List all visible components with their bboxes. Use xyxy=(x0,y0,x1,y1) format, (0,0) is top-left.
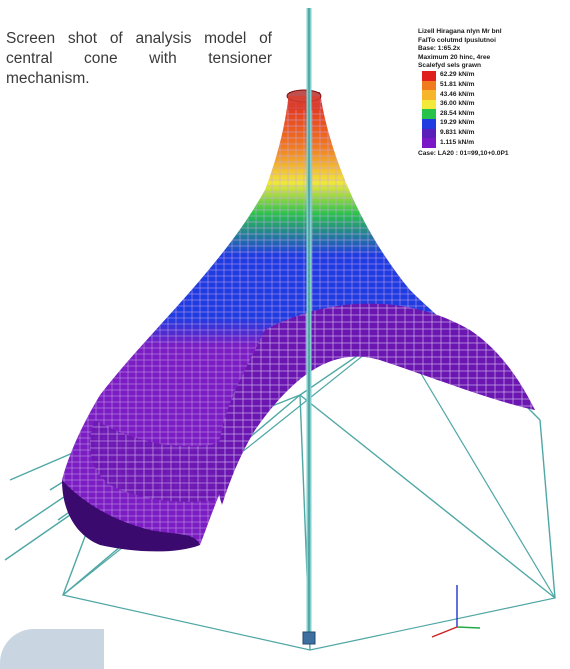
legend-swatch xyxy=(422,138,436,148)
legend-case-line: Case: LA20 : 01=99,10+0.0P1 xyxy=(418,149,509,157)
legend-label: 62.29 kN/m xyxy=(440,71,475,79)
legend-swatch xyxy=(422,128,436,139)
legend-swatch xyxy=(422,90,436,100)
legend-swatch xyxy=(422,99,436,110)
legend-entry: 19.29 kN/m xyxy=(418,118,563,129)
legend-label: 51.81 kN/m xyxy=(440,81,475,89)
corner-tab xyxy=(0,629,104,669)
legend-header-line: FalTo colutmd Ipuslutnoi xyxy=(418,36,496,44)
legend-label: 43.46 kN/m xyxy=(440,90,475,98)
legend-label: 1.115 kN/m xyxy=(440,138,475,146)
legend-header-line: Lizell Hiragana nlyn Mr bnl xyxy=(418,28,502,35)
legend-entry: 9.831 kN/m xyxy=(418,128,563,139)
legend-entry: 43.46 kN/m xyxy=(418,90,563,100)
legend-entry: 36.00 kN/m xyxy=(418,99,563,110)
legend-swatch xyxy=(422,118,436,129)
legend-swatch xyxy=(422,109,436,119)
legend-entry: 28.54 kN/m xyxy=(418,109,563,119)
legend-label: 19.29 kN/m xyxy=(440,119,475,127)
legend-header-line: Scalefyd sels grawn xyxy=(418,62,482,70)
legend-swatch xyxy=(422,80,436,91)
legend-entry: 51.81 kN/m xyxy=(418,80,563,91)
central-mast xyxy=(302,8,316,645)
top-ring xyxy=(286,89,322,110)
figure-caption: Screen shot of analysis model of central… xyxy=(6,30,272,87)
legend-label: 9.831 kN/m xyxy=(440,129,475,137)
legend-label: 28.54 kN/m xyxy=(440,109,475,117)
legend-entry: 1.115 kN/m xyxy=(418,138,563,148)
stress-legend: Lizell Hiragana nlyn Mr bnl FalTo colutm… xyxy=(418,28,563,158)
membrane-underside xyxy=(62,303,535,552)
legend-label: 36.00 kN/m xyxy=(440,100,475,108)
legend-header-line: Maximum 20 hinc, 4ree xyxy=(418,53,491,61)
legend-header-line: Base: 1:65.2x xyxy=(418,45,461,53)
legend-header: Lizell Hiragana nlyn Mr bnl FalTo colutm… xyxy=(418,28,563,71)
axis-triad xyxy=(431,585,481,638)
legend-entry: 62.29 kN/m xyxy=(418,70,563,81)
legend-swatch xyxy=(422,70,436,81)
